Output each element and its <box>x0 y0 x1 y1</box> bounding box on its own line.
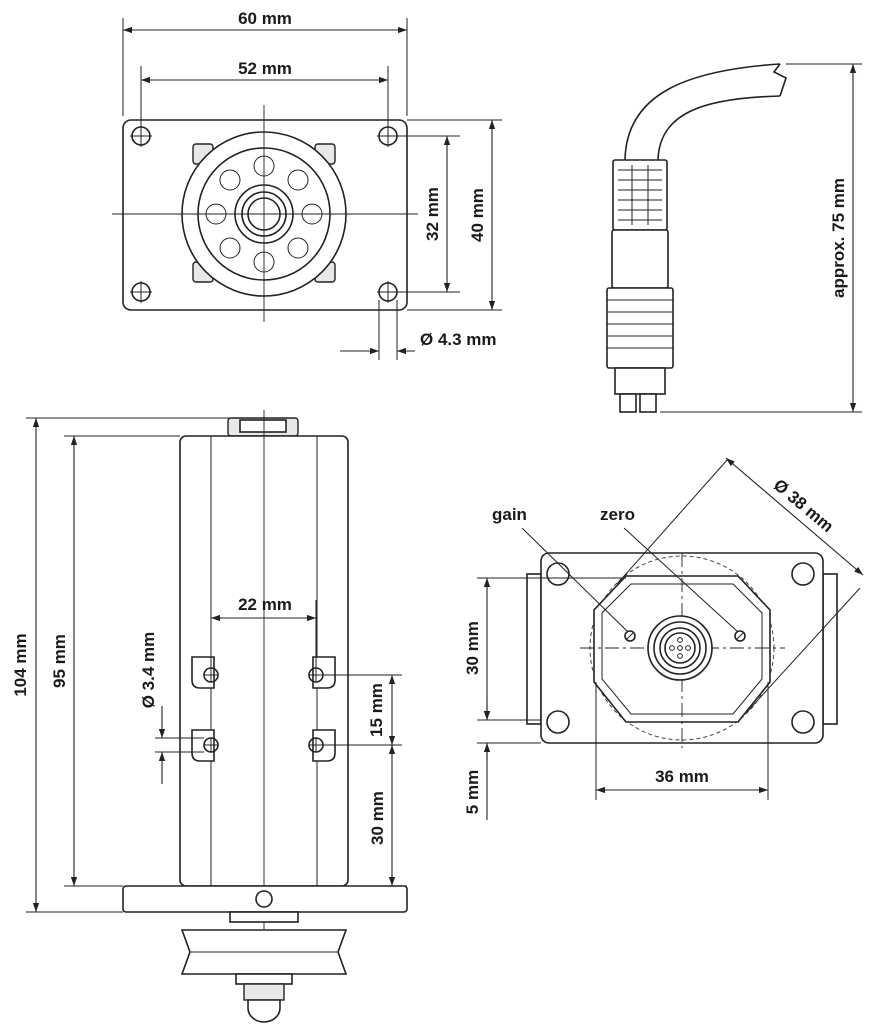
dim-52: 52 mm <box>238 59 292 78</box>
dim-104: 104 mm <box>11 633 30 696</box>
base-flange <box>122 885 408 913</box>
dim-95: 95 mm <box>50 634 69 688</box>
connector <box>606 229 674 413</box>
cable <box>624 63 781 163</box>
dim-tab-hole: Ø 3.4 mm <box>139 632 158 709</box>
dim-30-bottom: 30 mm <box>463 621 482 675</box>
trim-pots <box>624 630 746 642</box>
dim-32: 32 mm <box>423 187 442 241</box>
dim-60: 60 mm <box>238 9 292 28</box>
dim-40: 40 mm <box>468 188 487 242</box>
side-view: 104 mm 95 mm 22 mm Ø 3.4 mm 15 mm 30 mm <box>11 410 408 1023</box>
dim-36: 36 mm <box>655 767 709 786</box>
dim-15: 15 mm <box>367 683 386 737</box>
top-view: 60 mm 52 mm 32 mm 40 mm Ø 4.3 mm <box>112 9 502 360</box>
pulley <box>180 911 348 985</box>
dim-22: 22 mm <box>238 595 292 614</box>
dim-hole-diameter: Ø 4.3 mm <box>420 330 497 349</box>
label-zero: zero <box>600 505 635 524</box>
cable-view: approx. 75 mm <box>606 63 862 413</box>
bottom-view: gain zero Ø 38 mm 30 mm 5 mm 36 mm <box>463 457 864 820</box>
dim-30-side: 30 mm <box>368 791 387 845</box>
bottom-connector <box>647 615 713 681</box>
strain-relief <box>612 159 668 231</box>
dim-cable-length: approx. 75 mm <box>829 178 848 298</box>
mounting-holes <box>130 125 399 303</box>
dim-38: Ø 38 mm <box>770 475 837 536</box>
dim-5: 5 mm <box>463 770 482 814</box>
label-gain: gain <box>492 505 527 524</box>
